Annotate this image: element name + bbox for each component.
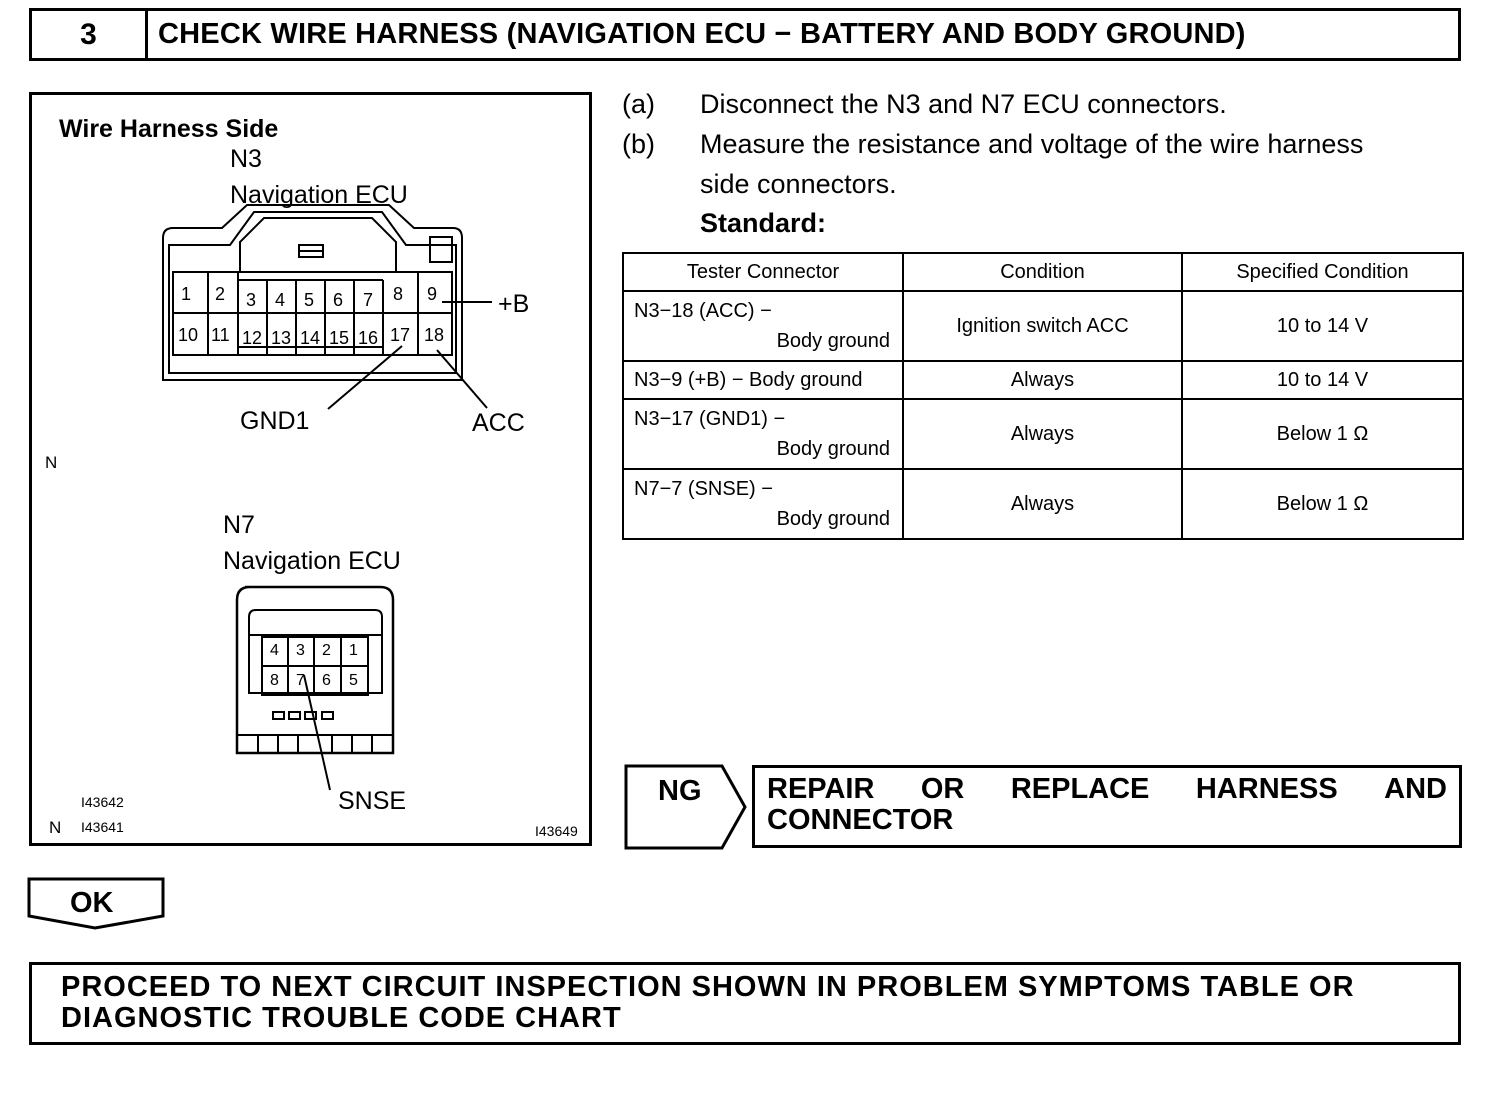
ng-word: REPLACE bbox=[1010, 773, 1150, 805]
ng-word: AND bbox=[1384, 773, 1447, 805]
next-step-line2: DIAGNOSTIC TROUBLE CODE CHART bbox=[61, 1002, 622, 1034]
n7-pin: 3 bbox=[296, 642, 305, 659]
instruction-b-text: Measure the resistance and voltage of th… bbox=[700, 129, 1364, 159]
connector-text: Body ground bbox=[776, 438, 890, 460]
n3-pin: 7 bbox=[363, 290, 374, 310]
spec-table: Tester Connector Condition Specified Con… bbox=[622, 252, 1464, 540]
ng-word: REPAIR bbox=[767, 773, 875, 805]
condition-cell: Always bbox=[902, 468, 1183, 540]
connector-drawing bbox=[162, 204, 492, 791]
n3-pin: 6 bbox=[333, 290, 344, 310]
n3-pin: 1 bbox=[181, 284, 192, 304]
column-header: Tester Connector bbox=[622, 252, 904, 292]
n7-pin: 6 bbox=[322, 672, 331, 689]
instruction-a-label: (a) bbox=[622, 89, 655, 119]
column-header: Condition bbox=[902, 252, 1183, 292]
tester-connector-cell: N7−7 (SNSE) − Body ground bbox=[622, 468, 904, 540]
instruction-b-label: (b) bbox=[622, 129, 655, 159]
instruction-a-text: Disconnect the N3 and N7 ECU connectors. bbox=[700, 89, 1227, 119]
step-header: 3 CHECK WIRE HARNESS (NAVIGATION ECU − B… bbox=[29, 8, 1461, 61]
connector-text: N3−17 (GND1) − bbox=[634, 408, 786, 430]
ng-result-line2: CONNECTOR bbox=[767, 804, 954, 836]
label-plus-b: +B bbox=[498, 290, 530, 318]
n3-pin: 15 bbox=[329, 328, 350, 348]
table-header-row: Tester Connector Condition Specified Con… bbox=[622, 252, 1464, 292]
label-snse: SNSE bbox=[338, 787, 407, 815]
n3-pin: 4 bbox=[275, 290, 286, 310]
ng-word: HARNESS bbox=[1195, 773, 1338, 805]
condition-cell: Always bbox=[902, 398, 1183, 470]
tester-connector-cell: N3−9 (+B) − Body ground bbox=[622, 360, 904, 400]
n7-pin: 8 bbox=[270, 672, 279, 689]
n3-pin: 8 bbox=[393, 284, 404, 304]
specified-condition-cell: 10 to 14 V bbox=[1181, 360, 1464, 400]
label-gnd1: GND1 bbox=[240, 407, 310, 435]
table-row: N7−7 (SNSE) − Body ground Always Below 1… bbox=[622, 468, 1464, 540]
tester-connector-cell: N3−18 (ACC) − Body ground bbox=[622, 290, 904, 362]
column-header: Specified Condition bbox=[1181, 252, 1464, 292]
n3-pin: 11 bbox=[211, 325, 230, 345]
ng-result-box: REPAIR OR REPLACE HARNESS AND CONNECTOR bbox=[752, 765, 1462, 848]
n3-pin: 9 bbox=[427, 284, 438, 304]
n7-name: Navigation ECU bbox=[223, 547, 401, 575]
step-number: 3 bbox=[32, 11, 148, 58]
connector-text: N7−7 (SNSE) − bbox=[634, 478, 773, 500]
n3-pin: 18 bbox=[424, 325, 445, 345]
connector-text: Body ground bbox=[776, 508, 890, 530]
next-step-line1: PROCEED TO NEXT CIRCUIT INSPECTION SHOWN… bbox=[61, 971, 1355, 1003]
table-row: N3−9 (+B) − Body ground Always 10 to 14 … bbox=[622, 360, 1464, 400]
ok-arrow-shape bbox=[27, 877, 165, 930]
specified-condition-cell: 10 to 14 V bbox=[1181, 290, 1464, 362]
illustration-code: I43649 bbox=[535, 823, 578, 839]
n7-pin: 2 bbox=[322, 642, 331, 659]
figure-mark-n: N bbox=[49, 818, 62, 837]
n3-pin: 2 bbox=[215, 284, 226, 304]
connector-text: N3−18 (ACC) − bbox=[634, 300, 772, 322]
n3-name: Navigation ECU bbox=[230, 181, 408, 209]
n7-pin: 5 bbox=[349, 672, 358, 689]
condition-cell: Always bbox=[902, 360, 1183, 400]
instruction-b-cont: side connectors. bbox=[700, 169, 897, 199]
connector-text: N3−9 (+B) − Body ground bbox=[634, 369, 863, 391]
connector-figure: Wire Harness Side N3 Navigation ECU 1 2 … bbox=[29, 92, 592, 846]
n3-pin: 16 bbox=[358, 328, 379, 348]
n7-pin: 7 bbox=[296, 672, 305, 689]
specified-condition-cell: Below 1 Ω bbox=[1181, 398, 1464, 470]
n7-pin: 1 bbox=[349, 642, 358, 659]
step-title: CHECK WIRE HARNESS (NAVIGATION ECU − BAT… bbox=[158, 18, 1246, 50]
illustration-code: I43641 bbox=[81, 819, 124, 835]
figure-mark-n: N bbox=[45, 453, 58, 472]
n7-code: N7 bbox=[223, 511, 255, 539]
specified-condition-cell: Below 1 Ω bbox=[1181, 468, 1464, 540]
n3-pin: 10 bbox=[178, 325, 199, 345]
connector-text: Body ground bbox=[776, 330, 890, 352]
ng-arrow-shape bbox=[624, 764, 747, 850]
ng-result-line1: REPAIR OR REPLACE HARNESS AND bbox=[767, 774, 1447, 805]
n3-pin: 5 bbox=[304, 290, 315, 310]
ng-word: OR bbox=[920, 773, 965, 805]
standard-label: Standard: bbox=[700, 208, 827, 238]
ng-tag: NG bbox=[658, 775, 702, 807]
n3-pin: 13 bbox=[271, 328, 292, 348]
illustration-code: I43642 bbox=[81, 794, 124, 810]
label-acc: ACC bbox=[472, 409, 525, 437]
figure-heading: Wire Harness Side bbox=[59, 115, 279, 143]
condition-cell: Ignition switch ACC bbox=[902, 290, 1183, 362]
table-row: N3−18 (ACC) − Body ground Ignition switc… bbox=[622, 290, 1464, 362]
n3-pin: 17 bbox=[390, 325, 411, 345]
table-row: N3−17 (GND1) − Body ground Always Below … bbox=[622, 398, 1464, 470]
n3-pin: 12 bbox=[242, 328, 263, 348]
n3-code: N3 bbox=[230, 145, 262, 173]
n3-pin: 3 bbox=[246, 290, 257, 310]
next-step-box: PROCEED TO NEXT CIRCUIT INSPECTION SHOWN… bbox=[29, 962, 1461, 1045]
tester-connector-cell: N3−17 (GND1) − Body ground bbox=[622, 398, 904, 470]
n3-pin: 14 bbox=[300, 328, 321, 348]
ok-tag: OK bbox=[70, 887, 114, 919]
n7-pin: 4 bbox=[270, 642, 279, 659]
